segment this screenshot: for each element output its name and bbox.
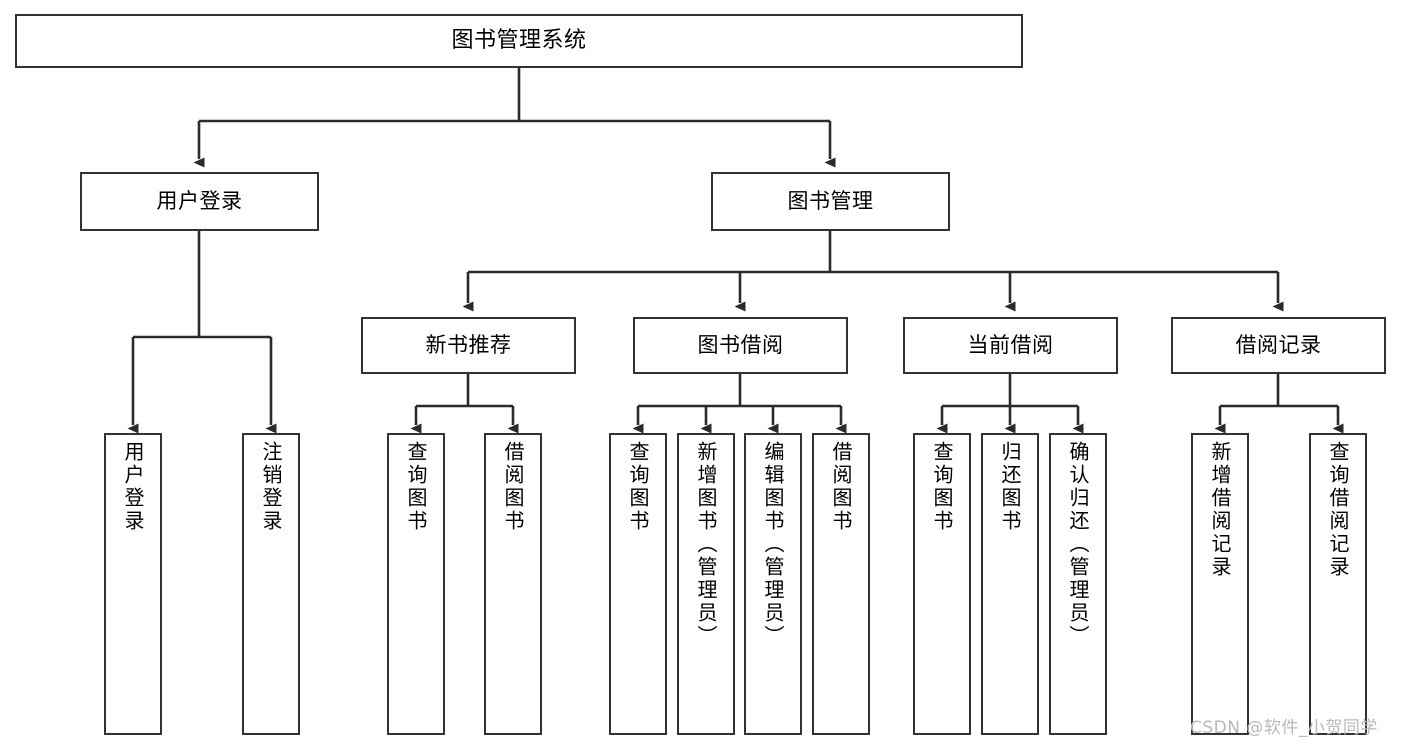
leaf-logout[interactable]: 注销登录 xyxy=(242,433,300,735)
node-user-login-label: 用户登录 xyxy=(156,189,243,214)
leaf-confirm-return-admin[interactable]: 确认归还（管理员） xyxy=(1049,433,1107,735)
leaf-borrow-book-label: 借阅图书 xyxy=(829,441,853,533)
node-current-borrow-label: 当前借阅 xyxy=(967,333,1054,358)
leaf-borrow-book-newbook[interactable]: 借阅图书 xyxy=(484,433,542,735)
node-new-book-recommend[interactable]: 新书推荐 xyxy=(361,317,576,374)
leaf-user-login-label: 用户登录 xyxy=(121,441,145,533)
leaf-add-book-admin-label: 新增图书（管理员） xyxy=(694,441,718,648)
node-user-login[interactable]: 用户登录 xyxy=(80,172,319,231)
leaf-confirm-return-admin-label: 确认归还（管理员） xyxy=(1066,441,1090,648)
node-current-borrow[interactable]: 当前借阅 xyxy=(903,317,1118,374)
csdn-watermark: CSDN @软件_小贺同学 xyxy=(1190,718,1378,738)
leaf-query-book-newbook-label: 查询图书 xyxy=(404,441,428,533)
leaf-borrow-book[interactable]: 借阅图书 xyxy=(812,433,870,735)
node-borrow-records[interactable]: 借阅记录 xyxy=(1171,317,1386,374)
leaf-add-borrow-record[interactable]: 新增借阅记录 xyxy=(1191,433,1249,735)
leaf-add-book-admin[interactable]: 新增图书（管理员） xyxy=(677,433,735,735)
node-book-borrow[interactable]: 图书借阅 xyxy=(633,317,848,374)
leaf-query-borrow-record[interactable]: 查询借阅记录 xyxy=(1309,433,1367,735)
leaf-query-borrow-record-label: 查询借阅记录 xyxy=(1326,441,1350,579)
leaf-edit-book-admin[interactable]: 编辑图书（管理员） xyxy=(744,433,802,735)
node-root[interactable]: 图书管理系统 xyxy=(15,14,1023,68)
leaf-edit-book-admin-label: 编辑图书（管理员） xyxy=(761,441,785,648)
leaf-return-book-label: 归还图书 xyxy=(998,441,1022,533)
leaf-query-book-current-label: 查询图书 xyxy=(930,441,954,533)
node-borrow-records-label: 借阅记录 xyxy=(1235,333,1322,358)
leaf-query-book-current[interactable]: 查询图书 xyxy=(913,433,971,735)
node-book-borrow-label: 图书借阅 xyxy=(697,333,784,358)
leaf-query-book-borrow-label: 查询图书 xyxy=(626,441,650,533)
leaf-add-borrow-record-label: 新增借阅记录 xyxy=(1208,441,1232,579)
leaf-return-book[interactable]: 归还图书 xyxy=(981,433,1039,735)
node-book-management[interactable]: 图书管理 xyxy=(711,172,950,231)
leaf-query-book-newbook[interactable]: 查询图书 xyxy=(387,433,445,735)
leaf-logout-label: 注销登录 xyxy=(259,441,283,533)
node-book-management-label: 图书管理 xyxy=(787,189,874,214)
leaf-borrow-book-newbook-label: 借阅图书 xyxy=(501,441,525,533)
node-new-book-recommend-label: 新书推荐 xyxy=(425,333,512,358)
node-root-label: 图书管理系统 xyxy=(451,28,587,54)
leaf-user-login[interactable]: 用户登录 xyxy=(104,433,162,735)
leaf-query-book-borrow[interactable]: 查询图书 xyxy=(609,433,667,735)
